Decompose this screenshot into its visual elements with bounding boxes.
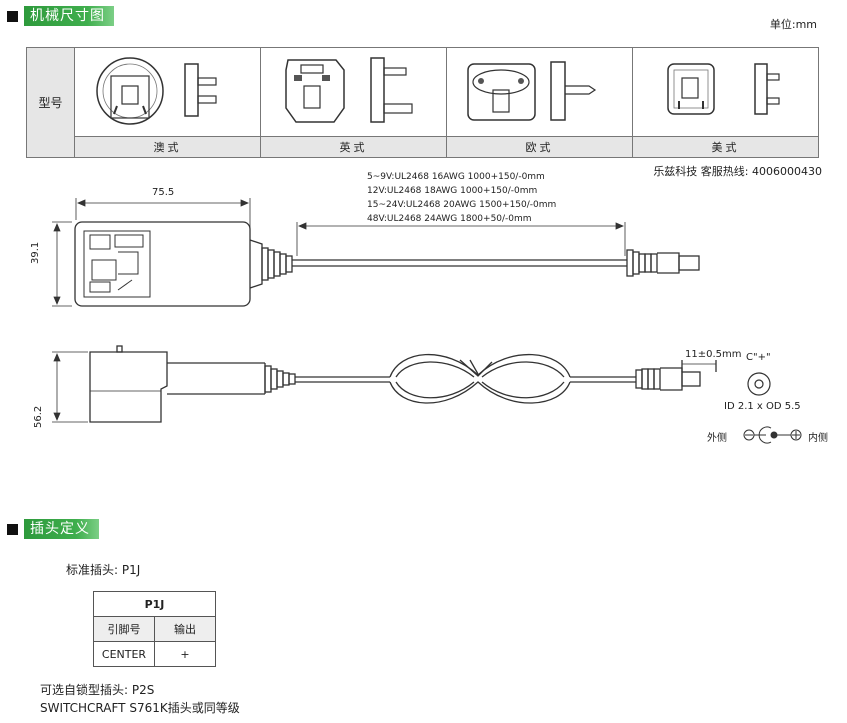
plug-section-header: 插头定义 (4, 519, 99, 539)
cable-spec-line: 5~9V:UL2468 16AWG 1000+150/-0mm (367, 172, 545, 182)
plug-name-us: 美式 (632, 136, 819, 158)
pin-table-title: P1J (93, 591, 216, 617)
model-row-label: 型号 (26, 47, 75, 158)
square-bullet-icon (7, 523, 18, 535)
dim-width-label: 75.5 (152, 187, 175, 198)
pin-table-header: 输出 (154, 616, 216, 642)
cable-spec-line: 12V:UL2468 18AWG 1000+150/-0mm (367, 186, 538, 196)
dim-tip-length-label: 11±0.5mm (685, 349, 742, 360)
connector-size-label: ID 2.1 x OD 5.5 (724, 401, 801, 412)
connector-end-view (747, 372, 771, 396)
plug-name-eu: 欧式 (446, 136, 633, 158)
cable-spec-list: 5~9V:UL2468 16AWG 1000+150/-0mm 12V:UL24… (367, 170, 556, 226)
pin-table-cell: CENTER (93, 641, 155, 667)
adapter-body-side-view (89, 351, 168, 423)
standard-plug-label: 标准插头: P1J (66, 563, 141, 577)
unit-label: 单位:mm (769, 18, 817, 31)
plug-eu-drawing (446, 47, 633, 137)
optional-plug-label: 可选自锁型插头: P2S (40, 683, 155, 697)
cable-spec-line: 48V:UL2468 24AWG 1800+50/-0mm (367, 214, 532, 224)
plug-uk-drawing (260, 47, 447, 137)
plug-name-au: 澳式 (74, 136, 261, 158)
mech-section-title: 机械尺寸图 (24, 6, 114, 26)
polarity-label: C"+" (746, 352, 771, 363)
au-plug-icon (96, 57, 217, 125)
dim-depth-label: 56.2 (33, 405, 44, 428)
plug-us-drawing (632, 47, 819, 137)
plug-name-uk: 英式 (260, 136, 447, 158)
hotline-text: 乐兹科技 客服热线: 4006000430 (653, 165, 822, 178)
us-plug-icon (667, 63, 780, 115)
plug-types-table: 型号 (26, 47, 819, 158)
inner-label: 内侧 (808, 433, 828, 444)
switchcraft-note: SWITCHCRAFT S761K插头或同等级 (40, 701, 240, 715)
eu-plug-icon (467, 61, 597, 121)
plug-section-title: 插头定义 (24, 519, 99, 539)
adapter-body-top-view (74, 221, 251, 307)
pin-definition-table: P1J 引脚号 输出 CENTER + (93, 591, 216, 667)
pin-table-header: 引脚号 (93, 616, 155, 642)
pin-table-cell: + (154, 641, 216, 667)
mech-section-header: 机械尺寸图 (4, 6, 114, 26)
dim-height-label: 39.1 (30, 241, 41, 264)
outer-label: 外侧 (707, 433, 727, 444)
plug-au-drawing (74, 47, 261, 137)
uk-plug-icon (285, 57, 413, 123)
square-bullet-icon (7, 10, 18, 22)
polarity-symbol-icon (743, 426, 802, 444)
cable-spec-line: 15~24V:UL2468 20AWG 1500+150/-0mm (367, 200, 557, 210)
